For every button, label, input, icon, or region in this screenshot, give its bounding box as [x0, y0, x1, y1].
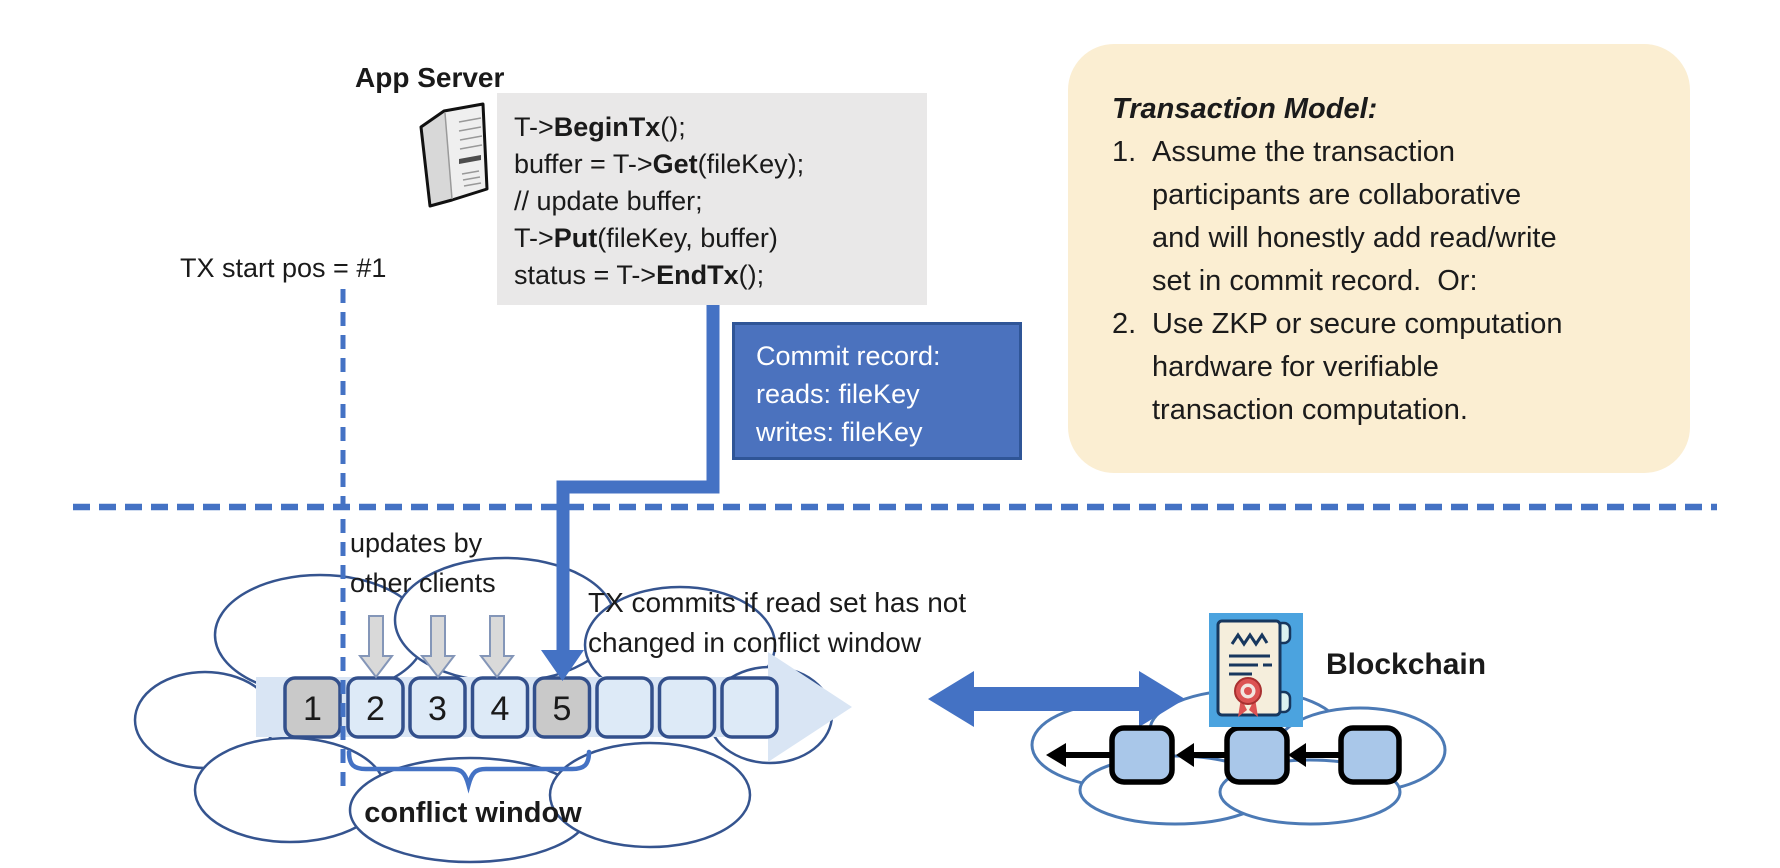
app-server-code-box: T->BeginTx(); buffer = T->Get(fileKey); …	[497, 93, 927, 305]
code-line: // update buffer;	[514, 186, 703, 216]
block-4	[470, 676, 530, 739]
chain-link-heads	[1046, 743, 1306, 767]
transaction-model-title: Transaction Model:	[1112, 93, 1378, 125]
update-arrow-icon	[478, 615, 516, 679]
item-number: 2.	[1112, 308, 1137, 340]
update-arrow-icon	[419, 615, 457, 679]
code-line: buffer = T->Get(fileKey);	[514, 149, 805, 179]
blockchain-label: Blockchain	[1326, 648, 1487, 681]
commit-record-box: Commit record: reads: fileKey writes: fi…	[732, 322, 1022, 460]
item-number: 1.	[1112, 136, 1137, 168]
code-line: status = T->EndTx();	[514, 260, 765, 290]
block-number: 2	[366, 690, 385, 728]
transaction-model-item: 2. Use ZKP or secure computation hardwar…	[1112, 303, 1670, 432]
code-line: T->Put(fileKey, buffer)	[514, 223, 778, 253]
transaction-model-note: Transaction Model: 1. Assume the transac…	[1068, 44, 1690, 473]
timeline-block-numbers: 1 2 3 4 5	[303, 690, 571, 728]
block-1	[283, 676, 342, 739]
tx-start-pos-label: TX start pos = #1	[180, 253, 387, 283]
transaction-model-item: 1. Assume the transaction participants a…	[1112, 131, 1670, 303]
block-empty	[720, 676, 779, 739]
item-text: Use ZKP or secure computation hardware f…	[1152, 308, 1563, 426]
ledger-certificate-icon	[1209, 613, 1303, 727]
chain-block	[1109, 725, 1175, 785]
block-number: 1	[303, 690, 322, 728]
timeline-blocks	[283, 676, 779, 739]
commit-record-line: writes: fileKey	[756, 417, 923, 447]
block-number: 4	[491, 690, 510, 728]
commit-condition-label: TX commits if read set has not changed i…	[588, 587, 967, 658]
block-empty	[657, 676, 717, 739]
block-number: 3	[428, 690, 447, 728]
conflict-window-brace	[346, 749, 592, 794]
update-arrow-icon	[357, 615, 395, 679]
chain-block	[1338, 725, 1402, 785]
app-server-title: App Server	[355, 62, 505, 93]
block-2	[346, 676, 405, 739]
chain-block	[1224, 725, 1290, 785]
updates-by-clients-label: updates by other clients	[350, 528, 496, 598]
code-line: T->BeginTx();	[514, 112, 686, 142]
update-arrows	[357, 615, 516, 679]
commit-record-line: Commit record:	[756, 341, 941, 371]
commit-record-line: reads: fileKey	[756, 379, 920, 409]
block-empty	[595, 676, 654, 739]
server-icon	[419, 102, 489, 208]
sync-double-arrow	[928, 671, 1185, 727]
block-number: 5	[553, 690, 572, 728]
chain-blocks	[1109, 725, 1402, 785]
block-3	[408, 676, 467, 739]
item-text: Assume the transaction participants are …	[1152, 136, 1557, 297]
commit-flow-arrow	[541, 305, 720, 681]
conflict-window-label: conflict window	[364, 797, 582, 829]
